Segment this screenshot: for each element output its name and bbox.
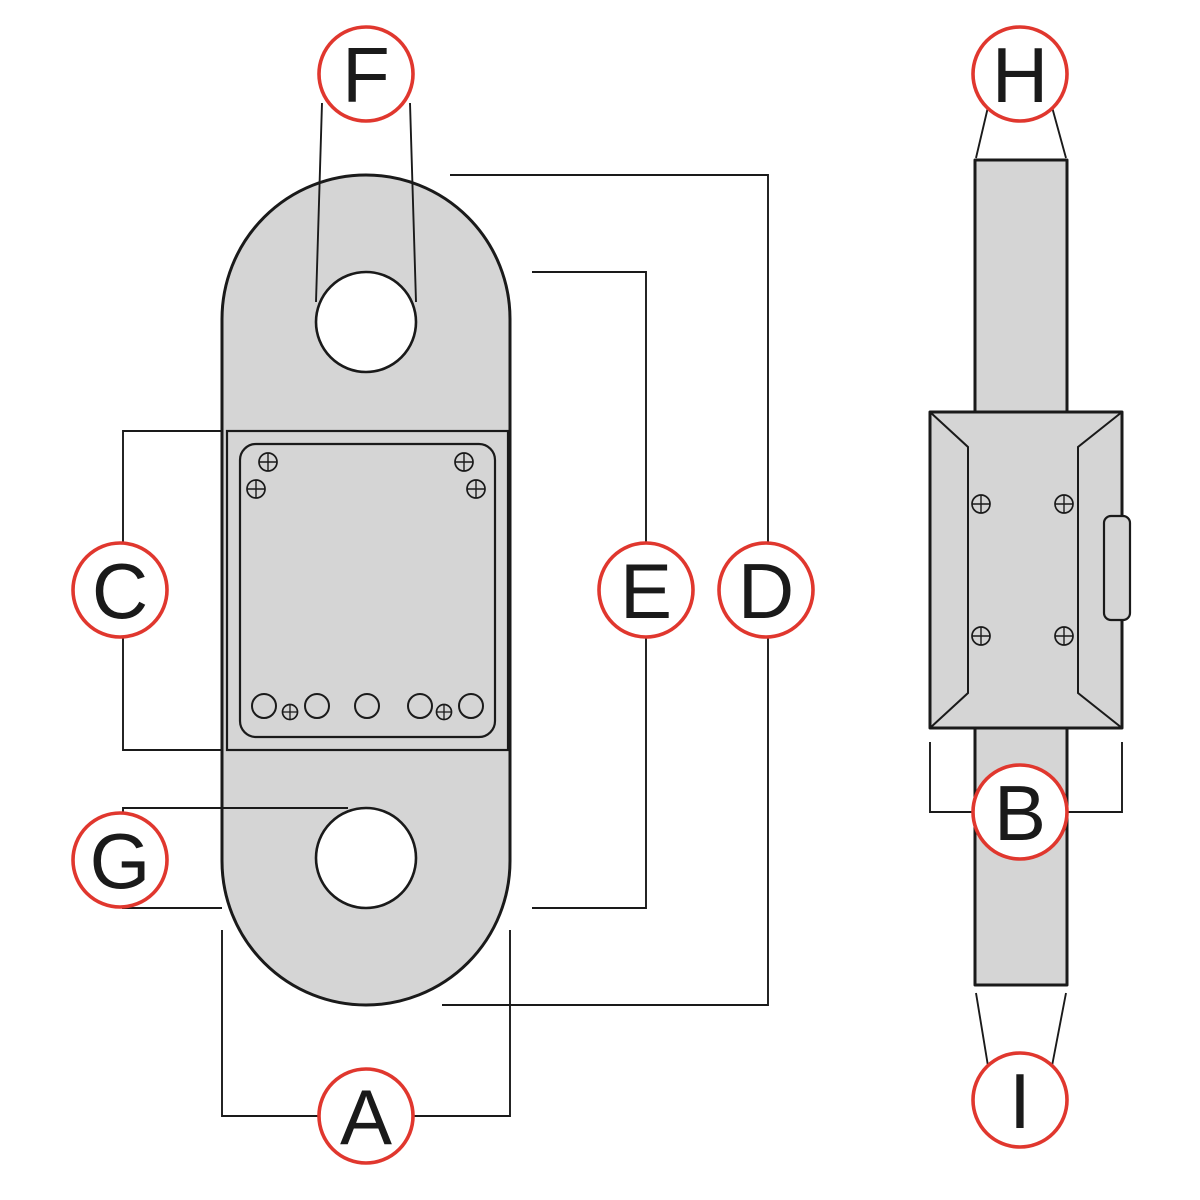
dimension-B: B [929, 742, 1123, 861]
top-link-bar [973, 158, 1069, 414]
dimension-letter-F: F [342, 31, 390, 119]
dimension-letter-C: C [92, 547, 148, 635]
dimension-bubble-D [717, 541, 815, 639]
dimension-bubble-H [971, 25, 1069, 123]
dimension-bubble-B [971, 763, 1069, 861]
dimension-bubble-C [71, 541, 169, 639]
dimension-D: D [442, 174, 815, 1006]
screw-icon [1054, 494, 1074, 514]
dimension-E: E [532, 271, 695, 909]
screw-icon [281, 703, 299, 721]
panel-button [304, 693, 330, 719]
screw-icon [971, 494, 991, 514]
device-body [220, 173, 512, 1007]
dimension-I: I [971, 992, 1069, 1149]
dimension-bubble-I [971, 1051, 1069, 1149]
screw-icon [1054, 626, 1074, 646]
dimension-letter-E: E [620, 547, 672, 635]
panel-outer-border [225, 429, 510, 752]
dimension-C: C [71, 430, 222, 751]
screw-icon [454, 452, 474, 472]
dimension-bubble-A [317, 1067, 415, 1165]
panel-inner-border [238, 442, 497, 739]
dimension-bubble-E [597, 541, 695, 639]
dimension-leader-lines-H [975, 106, 1067, 159]
panel-button [251, 693, 277, 719]
dimension-letter-H: H [992, 31, 1048, 119]
front-view [220, 173, 512, 1007]
dimension-letter-B: B [994, 769, 1046, 857]
bottom-shackle-hole [314, 806, 418, 910]
dimension-F: F [315, 25, 417, 303]
screw-icon [466, 479, 486, 499]
dimension-letter-I: I [1009, 1057, 1031, 1145]
panel-button [458, 693, 484, 719]
screw-icon [435, 703, 453, 721]
side-connector-tab [1102, 514, 1132, 622]
dimension-bubble-G [71, 811, 169, 909]
panel-button-row [251, 693, 484, 721]
screw-icon [246, 479, 266, 499]
top-shackle-hole [314, 270, 418, 374]
dimension-letter-G: G [90, 817, 151, 905]
dimension-letter-D: D [738, 547, 794, 635]
dimension-bubble-F [317, 25, 415, 123]
screw-icon [971, 626, 991, 646]
dimension-G: G [71, 807, 348, 909]
panel-button [354, 693, 380, 719]
housing-block [928, 410, 1124, 730]
housing-bevel-edges [929, 411, 1123, 729]
dimension-letter-A: A [340, 1073, 392, 1161]
dimension-leader-lines-I [975, 992, 1067, 1067]
dimension-H: H [971, 25, 1069, 159]
dimension-A: A [221, 930, 511, 1165]
panel-button [407, 693, 433, 719]
dimension-leader-lines-F [315, 102, 417, 303]
screw-icon [258, 452, 278, 472]
